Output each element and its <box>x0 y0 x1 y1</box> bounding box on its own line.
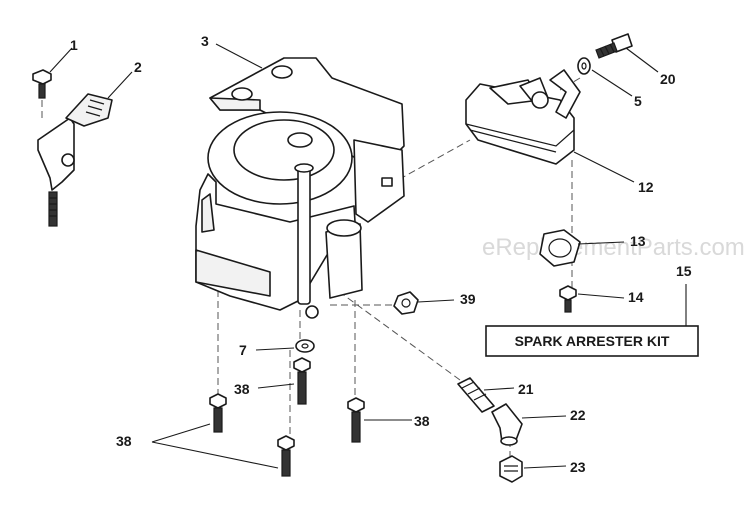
part-20-bolt <box>595 33 633 59</box>
callout-numbers: 1 2 3 20 5 12 13 15 14 39 7 38 38 38 21 … <box>70 33 692 475</box>
callout-38-center: 38 <box>234 381 250 397</box>
callout-3: 3 <box>201 33 209 49</box>
callout-14: 14 <box>628 289 644 305</box>
callout-15: 15 <box>676 263 692 279</box>
part-5-washer <box>577 57 591 75</box>
callout-38-left: 38 <box>116 433 132 449</box>
watermark: eReplacementParts.com <box>482 234 745 261</box>
part-7-washer <box>295 339 315 353</box>
callout-12: 12 <box>638 179 654 195</box>
part-2-throttle-control <box>37 93 113 227</box>
callout-20: 20 <box>660 71 676 87</box>
callout-7: 7 <box>239 342 247 358</box>
callout-39: 39 <box>460 291 476 307</box>
kit-label: SPARK ARRESTER KIT <box>515 333 670 349</box>
callout-23: 23 <box>570 459 586 475</box>
part-38-bolt-left <box>209 393 227 433</box>
part-13-gasket <box>539 229 581 267</box>
part-12-muffler <box>465 69 581 165</box>
callout-22: 22 <box>570 407 586 423</box>
leader-lines <box>49 43 687 469</box>
part-39-nut <box>393 291 419 315</box>
part-21-nipple <box>457 377 495 413</box>
callout-5: 5 <box>634 93 642 109</box>
part-38-bolt-right <box>347 397 365 443</box>
callout-1: 1 <box>70 37 78 53</box>
callout-2: 2 <box>134 59 142 75</box>
part-38-bolt-bottom <box>277 435 295 477</box>
part-23-cap <box>499 455 523 483</box>
part-1-screw <box>32 69 52 99</box>
part-22-elbow <box>491 403 523 446</box>
part-3-engine <box>195 57 405 319</box>
part-38-bolt-center <box>293 357 311 405</box>
callout-21: 21 <box>518 381 534 397</box>
callout-38-right: 38 <box>414 413 430 429</box>
spark-arrester-kit-box: SPARK ARRESTER KIT <box>485 325 699 357</box>
part-14-screw <box>559 285 577 313</box>
callout-13: 13 <box>630 233 646 249</box>
